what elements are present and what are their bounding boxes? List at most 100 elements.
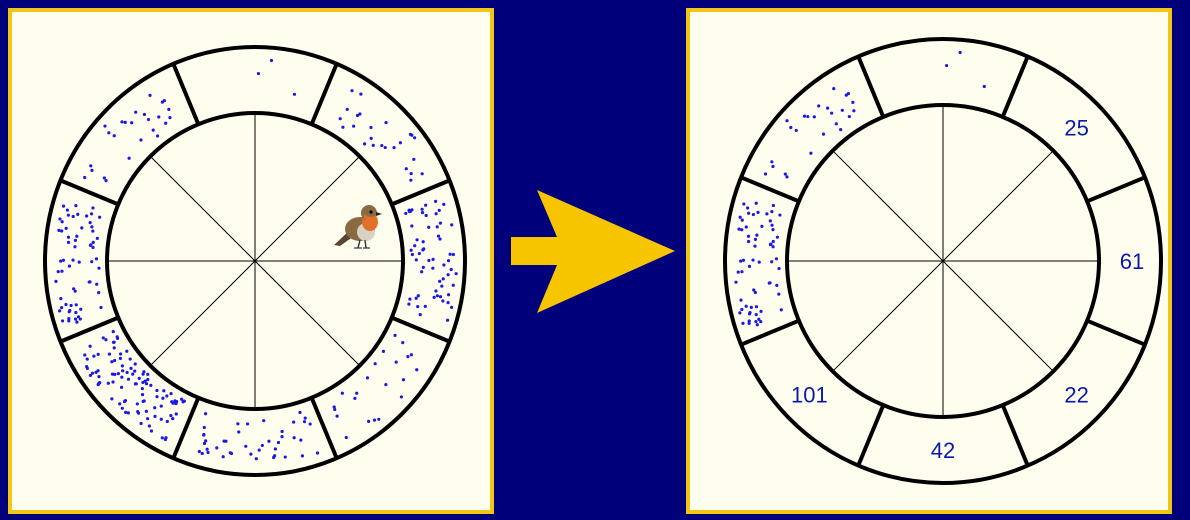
recording-dot <box>163 99 166 102</box>
recording-dot <box>413 244 416 247</box>
recording-dot <box>438 209 441 212</box>
recording-dot <box>446 273 449 276</box>
recording-dot <box>75 235 78 238</box>
recording-dot <box>110 360 113 363</box>
recording-dot <box>148 424 151 427</box>
recording-dot <box>400 395 403 398</box>
recording-dot <box>755 305 758 308</box>
recording-dot <box>120 376 123 379</box>
recording-dot <box>119 357 122 360</box>
recording-dot <box>138 377 141 380</box>
recording-dot <box>146 378 149 381</box>
recording-dot <box>747 240 750 243</box>
sector-divider <box>859 405 883 464</box>
recording-dot <box>79 317 82 320</box>
recording-dot <box>155 395 158 398</box>
recording-dot <box>439 222 442 225</box>
recording-dot <box>752 213 755 216</box>
recording-dot <box>746 206 749 209</box>
recording-dot <box>298 411 301 414</box>
recording-dot <box>91 246 94 249</box>
recording-dot <box>450 268 453 271</box>
recording-dot <box>121 369 124 372</box>
recording-dot <box>117 372 120 375</box>
recording-dot <box>784 172 787 175</box>
recording-dot <box>450 306 453 309</box>
recording-dot <box>441 299 444 302</box>
recording-dot <box>740 270 743 273</box>
recording-dot <box>156 134 159 137</box>
recording-dot <box>147 118 150 121</box>
recording-dot <box>370 137 373 140</box>
recording-dot <box>134 362 137 365</box>
recording-dot <box>103 124 106 127</box>
recording-dot <box>758 261 761 264</box>
recording-dot <box>72 287 75 290</box>
recording-dot <box>204 439 207 442</box>
recording-dot <box>89 244 92 247</box>
recording-dot <box>405 167 408 170</box>
recording-dot <box>126 371 129 374</box>
recording-dot <box>341 392 344 395</box>
recording-dot <box>359 92 362 95</box>
recording-dot <box>785 175 788 178</box>
recording-dot <box>103 176 106 179</box>
recording-dot <box>89 345 92 348</box>
recording-dot <box>113 346 116 349</box>
recording-dot <box>153 415 156 418</box>
recording-dot <box>157 115 160 118</box>
recording-dot <box>737 228 740 231</box>
recording-dot <box>59 297 62 300</box>
recording-dot <box>72 215 75 218</box>
recording-dot <box>422 266 425 269</box>
recording-dot <box>111 380 114 383</box>
recording-dot <box>149 384 152 387</box>
recording-dot <box>160 404 163 407</box>
recording-dot <box>90 212 93 215</box>
recording-dot <box>86 357 89 360</box>
recording-dot <box>777 267 780 270</box>
recording-dot <box>742 202 745 205</box>
recording-dot <box>261 444 264 447</box>
recording-dot <box>772 204 775 207</box>
recording-dot <box>95 257 98 260</box>
recording-dot <box>440 285 443 288</box>
recording-dot <box>71 258 74 261</box>
recording-dot <box>152 129 155 132</box>
sector-divider <box>1003 405 1027 464</box>
recording-dot <box>134 382 137 385</box>
recording-dot <box>59 260 62 263</box>
recording-dot <box>206 451 209 454</box>
recording-dot <box>339 117 342 120</box>
recording-dot <box>272 456 275 459</box>
recording-dot <box>99 306 102 309</box>
recording-dot <box>415 297 418 300</box>
recording-dot <box>369 126 372 129</box>
recording-dot <box>68 309 71 312</box>
recording-dot <box>835 122 838 125</box>
recording-dot <box>58 217 61 220</box>
recording-dot <box>67 241 70 244</box>
recording-dot <box>776 236 779 239</box>
recording-dot <box>754 238 757 241</box>
recording-dot <box>89 164 92 167</box>
recording-dot <box>215 446 218 449</box>
recording-dot <box>380 144 383 147</box>
recording-dot <box>739 298 742 301</box>
recording-dot <box>78 260 81 263</box>
recording-dot <box>97 382 100 385</box>
recording-dot <box>116 337 119 340</box>
recording-dot <box>90 260 93 263</box>
recording-dot <box>102 336 105 339</box>
recording-dot <box>841 109 844 112</box>
recording-dot <box>442 277 445 280</box>
recording-dot <box>89 221 92 224</box>
recording-dot <box>740 228 743 231</box>
recording-dot <box>392 146 395 149</box>
recording-dot <box>124 399 127 402</box>
recording-dot <box>795 129 798 132</box>
recording-dot <box>404 212 407 215</box>
recording-dot <box>58 309 61 312</box>
recording-dot <box>120 386 123 389</box>
recording-dot <box>356 114 359 117</box>
